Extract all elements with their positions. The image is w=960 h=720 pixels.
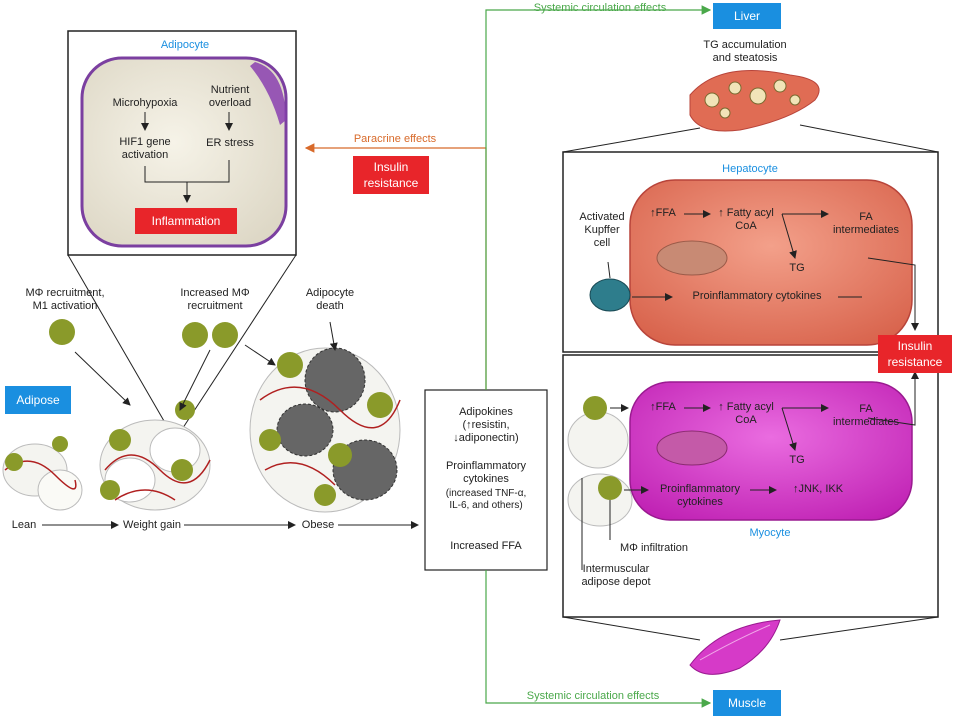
myo-proinflammatory-label: Proinflammatory cytokines: [659, 483, 741, 508]
muscle-label: Muscle: [713, 690, 781, 716]
hepatocyte-nucleus: [656, 240, 728, 276]
hepatocyte-title: Hepatocyte: [722, 163, 778, 175]
kupffer-label: Activated Kupffer cell: [579, 211, 625, 249]
macrophage-icon: [182, 322, 208, 348]
adipocyte-cell: [80, 56, 288, 248]
secretion-box: [424, 389, 548, 571]
systemic-effects-top: Systemic circulation effects: [533, 2, 667, 14]
increased-ffa-label: Increased FFA: [450, 540, 522, 552]
intermuscular-label: Intermuscular adipose depot: [581, 563, 651, 588]
stage-weight-gain: Weight gain: [123, 519, 181, 531]
cytokines-detail-label: (increased TNF-α, IL-6, and others): [445, 488, 527, 511]
hep-fatty-acyl-label: ↑ Fatty acyl CoA: [718, 207, 774, 232]
hif1-label: HIF1 gene activation: [119, 136, 171, 161]
jnk-ikk-label: ↑JNK, IKK: [792, 483, 844, 495]
obese-adipose-tissue: [249, 347, 401, 513]
macrophage-icon: [212, 322, 238, 348]
cytokines-label: Proinflammatory cytokines: [445, 460, 527, 485]
systemic-effects-bottom: Systemic circulation effects: [526, 690, 660, 702]
myocyte-title: Myocyte: [749, 527, 791, 539]
myocyte-nucleus: [656, 430, 728, 466]
lean-adipose-tissue: [2, 436, 83, 511]
increased-mphi-label: Increased MΦ recruitment: [180, 287, 250, 312]
adipocyte-nucleus: [250, 62, 286, 125]
myo-fatty-acyl-label: ↑ Fatty acyl CoA: [718, 401, 774, 426]
macrophage-icon: [49, 319, 75, 345]
myo-tg-label: TG: [789, 454, 805, 466]
hep-fa-intermediates-label: FA intermediates: [832, 211, 900, 236]
paracrine-insulin-resistance: Insulin resistance: [353, 156, 429, 194]
hep-ffa-label: ↑FFA: [650, 207, 676, 219]
kupffer-cell: [589, 278, 631, 312]
stage-obese: Obese: [301, 519, 335, 531]
mphi-infiltration-label: MΦ infiltration: [619, 542, 689, 554]
tg-accumulation-label: TG accumulation and steatosis: [703, 39, 787, 64]
myo-ffa-label: ↑FFA: [650, 401, 676, 413]
intermuscular-adipose-tissue: [567, 396, 633, 527]
myocyte-cell: [629, 381, 913, 521]
adipocyte-death-label: Adipocyte death: [305, 287, 355, 312]
weight-gain-adipose-tissue: [99, 400, 211, 511]
myo-fa-intermediates-label: FA intermediates: [832, 403, 900, 428]
hep-tg-label: TG: [789, 262, 805, 274]
adipokines-label: Adipokines (↑resistin, ↓adiponectin): [453, 406, 519, 444]
nutrient-overload-label: Nutrient overload: [208, 84, 252, 109]
liver-label: Liver: [713, 3, 781, 29]
adipose-label: Adipose: [5, 386, 71, 414]
hep-proinflammatory-label: Proinflammatory cytokines: [692, 290, 822, 302]
microhypoxia-label: Microhypoxia: [112, 97, 178, 109]
muscle-organ: [689, 619, 781, 675]
adipocyte-title: Adipocyte: [160, 39, 210, 51]
systemic-insulin-resistance: Insulin resistance: [878, 335, 952, 373]
inflammation-label: Inflammation: [135, 208, 237, 234]
hepatocyte-cell: [629, 179, 913, 346]
paracrine-effects-label: Paracrine effects: [353, 133, 437, 145]
stage-lean: Lean: [11, 519, 37, 531]
er-stress-label: ER stress: [206, 137, 254, 149]
mphi-recruitment-label: MΦ recruitment, M1 activation: [25, 287, 105, 312]
